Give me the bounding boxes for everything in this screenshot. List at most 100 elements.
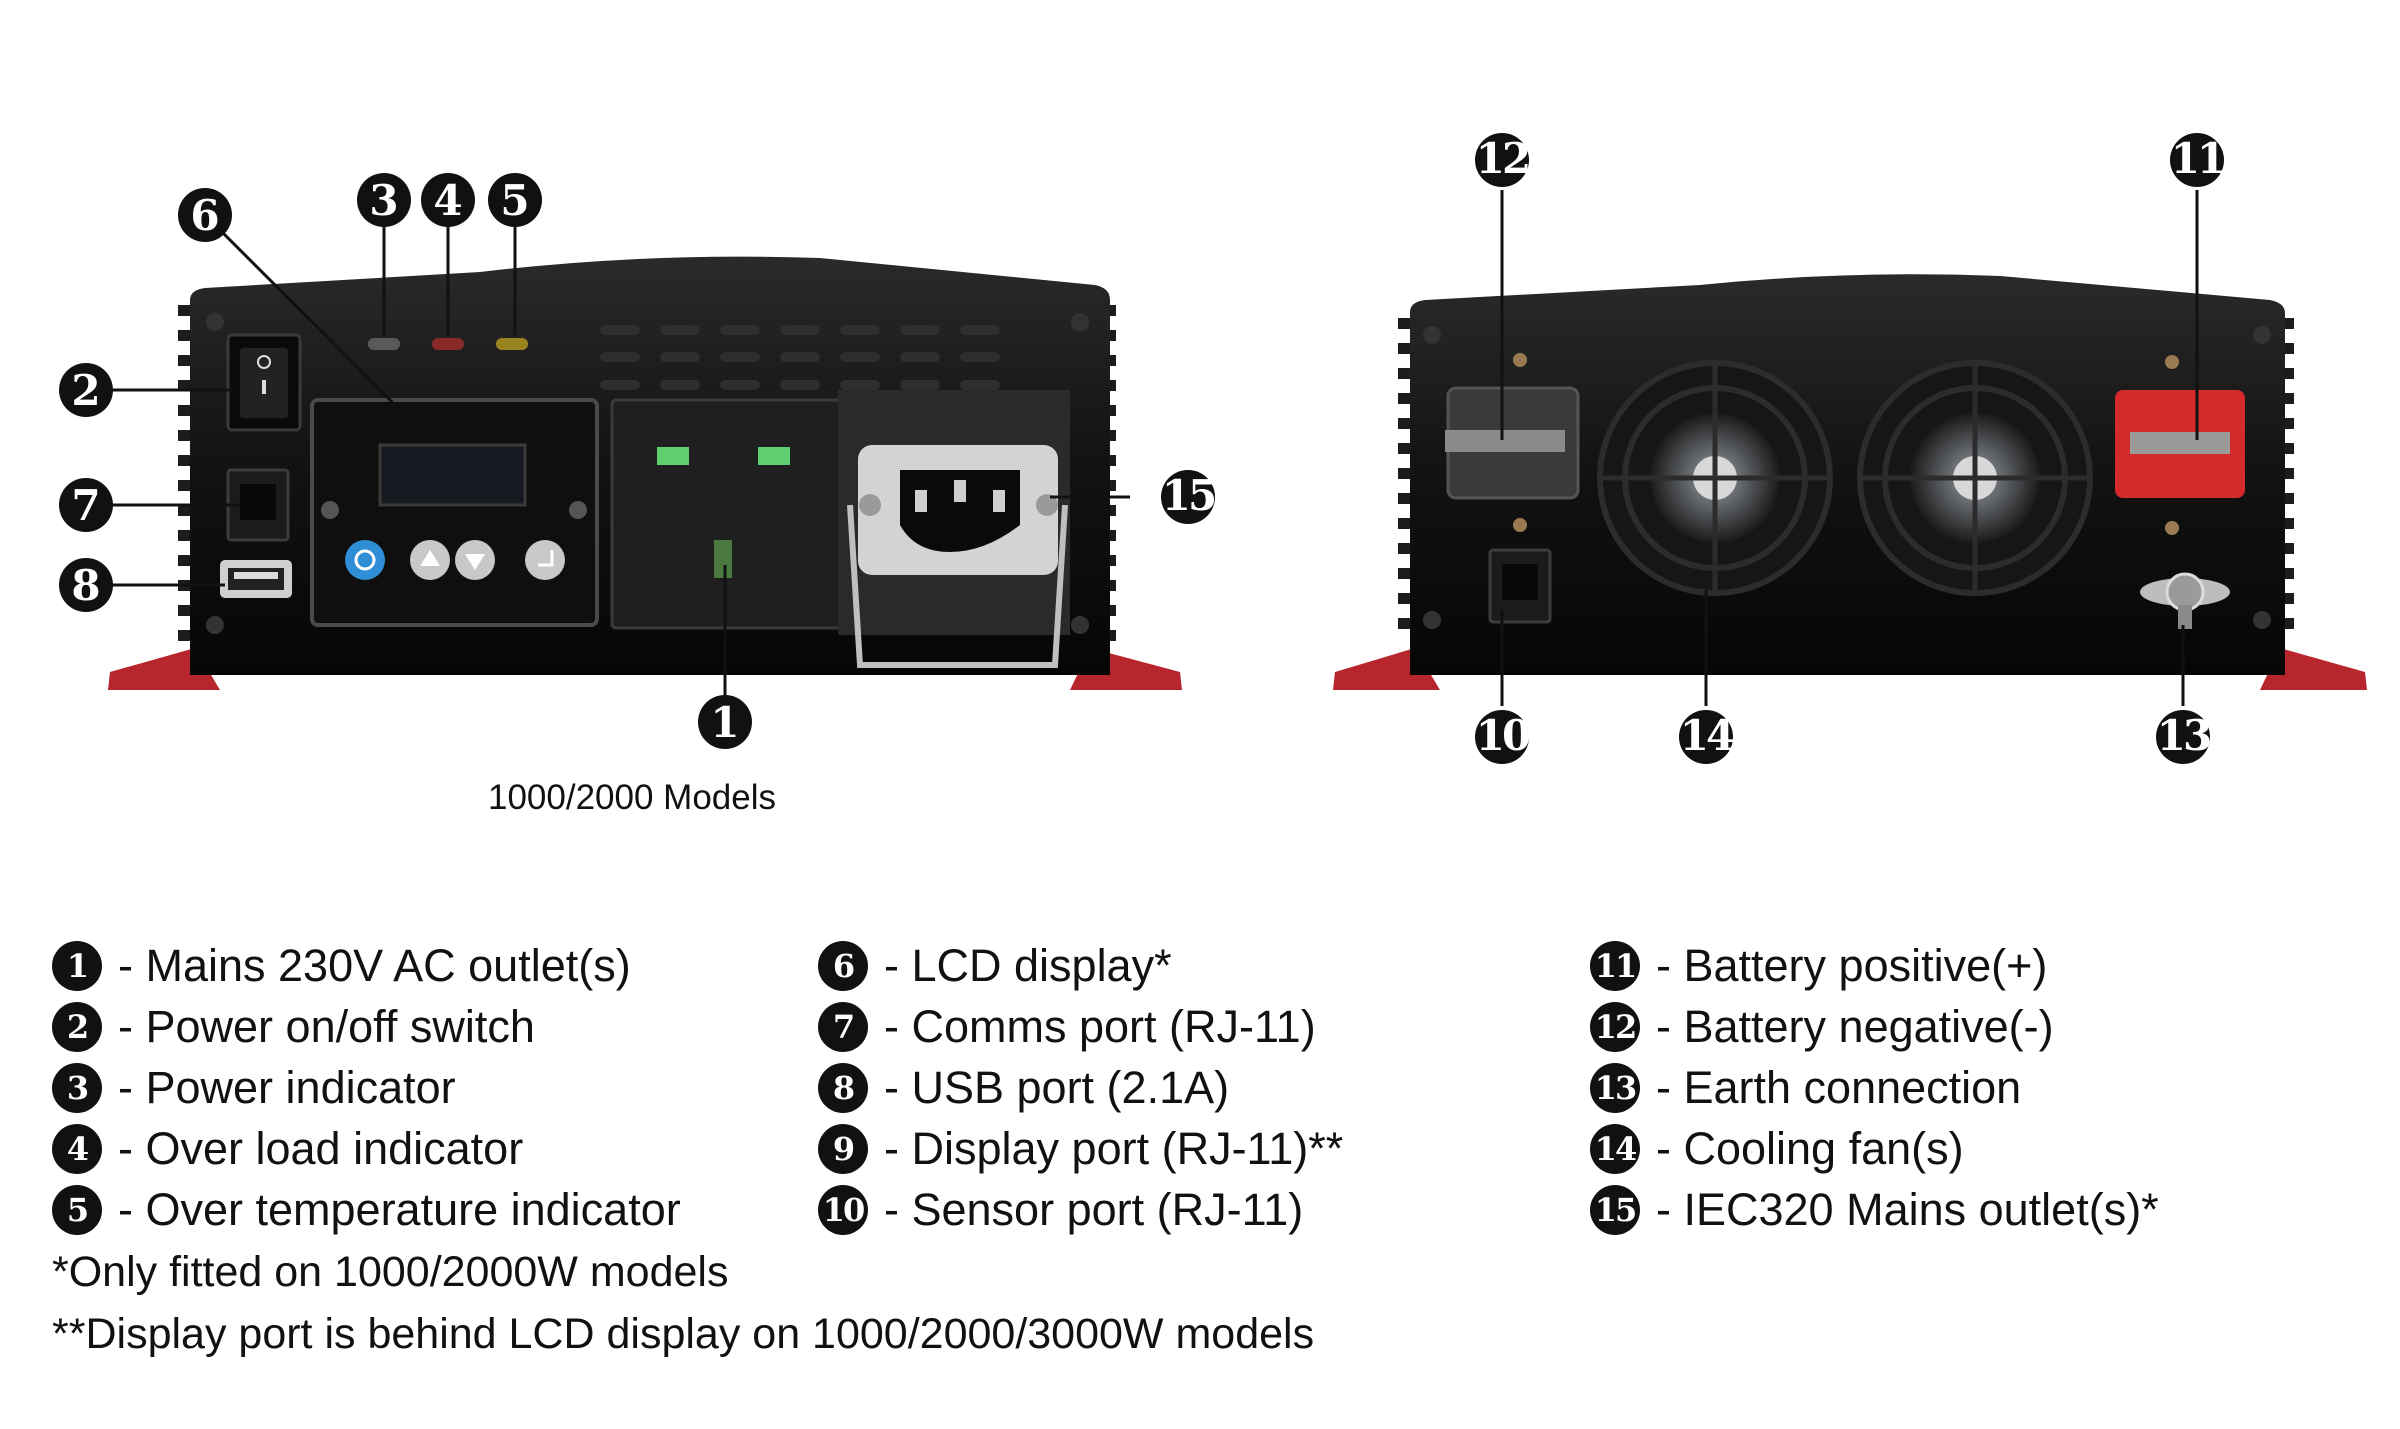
legend-text: - Comms port (RJ-11) <box>884 1000 1316 1052</box>
cooling-fan-left <box>1597 360 1833 596</box>
legend-item: 14 - Cooling fan(s) <box>1590 1118 2159 1179</box>
legend-text: - Power on/off switch <box>118 1000 535 1052</box>
svg-text:7: 7 <box>71 481 100 530</box>
callout-1: 1 <box>698 695 752 749</box>
comms-port[interactable] <box>226 468 290 542</box>
legend-number: 8 <box>818 1062 868 1113</box>
legend-text: - Earth connection <box>1656 1061 2022 1113</box>
inverter-diagram: 6 3 4 5 2 7 8 15 1 12 11 10 <box>59 133 2367 764</box>
legend-column-1: 1 - Mains 230V AC outlet(s) 2 - Power on… <box>52 935 681 1240</box>
legend-item: 7 - Comms port (RJ-11) <box>818 996 1343 1057</box>
earth-connection[interactable] <box>2140 572 2230 629</box>
legend-item: 4 - Over load indicator <box>52 1118 681 1179</box>
footnote-lcd: *Only fitted on 1000/2000W models <box>52 1248 729 1296</box>
callout-12: 12 <box>1475 133 1531 187</box>
callout-14: 14 <box>1679 710 1737 764</box>
legend-text: - Over load indicator <box>118 1122 524 1174</box>
callout-15: 15 <box>1161 470 1218 524</box>
callout-3: 3 <box>357 173 411 227</box>
legend-number: 3 <box>52 1062 102 1113</box>
legend-number: 13 <box>1590 1062 1640 1113</box>
legend-number: 10 <box>818 1184 868 1235</box>
front-vents <box>600 325 1000 390</box>
svg-text:15: 15 <box>1162 471 1215 520</box>
legend-number: 7 <box>818 1001 868 1052</box>
legend-item: 8 - USB port (2.1A) <box>818 1057 1343 1118</box>
legend-item: 9 - Display port (RJ-11)** <box>818 1118 1343 1179</box>
legend-number: 15 <box>1590 1184 1640 1235</box>
svg-text:1: 1 <box>710 698 739 747</box>
lcd-power-button[interactable] <box>345 540 385 580</box>
legend-number: 5 <box>52 1184 102 1235</box>
legend-item: 1 - Mains 230V AC outlet(s) <box>52 935 681 996</box>
legend-number: 6 <box>818 940 868 991</box>
legend-item: 2 - Power on/off switch <box>52 996 681 1057</box>
legend-number: 4 <box>52 1123 102 1174</box>
legend-column-3: 11 - Battery positive(+) 12 - Battery ne… <box>1590 935 2159 1240</box>
over-temperature-indicator <box>496 338 528 350</box>
legend-item: 12 - Battery negative(-) <box>1590 996 2159 1057</box>
footnote-display-port: **Display port is behind LCD display on … <box>52 1310 1315 1358</box>
legend-item: 3 - Power indicator <box>52 1057 681 1118</box>
legend-text: - Cooling fan(s) <box>1656 1122 1964 1174</box>
sensor-port[interactable] <box>1488 548 1552 624</box>
callout-4: 4 <box>421 173 475 227</box>
svg-text:6: 6 <box>190 191 219 240</box>
legend-text: - Over temperature indicator <box>118 1183 681 1235</box>
front-panel <box>108 256 1182 690</box>
rear-right-foot <box>2260 648 2367 690</box>
usb-port[interactable] <box>220 560 292 598</box>
legend-column-2: 6 - LCD display* 7 - Comms port (RJ-11) … <box>818 935 1343 1240</box>
legend-number: 1 <box>52 940 102 991</box>
svg-text:13: 13 <box>2157 711 2210 760</box>
leader-lines <box>112 190 2199 706</box>
callout-13: 13 <box>2156 710 2213 764</box>
svg-text:10: 10 <box>1476 711 1530 760</box>
lcd-enter-button[interactable] <box>525 540 565 580</box>
legend-number: 9 <box>818 1123 868 1174</box>
legend-text: - IEC320 Mains outlet(s)* <box>1656 1183 2159 1235</box>
callout-10: 10 <box>1475 710 1533 764</box>
models-caption: 1000/2000 Models <box>488 778 776 817</box>
svg-text:12: 12 <box>1476 134 1528 183</box>
over-load-indicator <box>432 338 464 350</box>
rear-body <box>1410 274 2285 675</box>
power-switch[interactable] <box>226 333 302 432</box>
rear-panel <box>1333 274 2367 690</box>
legend-text: - Sensor port (RJ-11) <box>884 1183 1304 1235</box>
battery-positive-terminal[interactable] <box>2115 390 2245 498</box>
legend-item: 10 - Sensor port (RJ-11) <box>818 1179 1343 1240</box>
callout-2: 2 <box>59 363 113 417</box>
iec320-outlet[interactable] <box>838 390 1070 668</box>
callout-5: 5 <box>488 173 542 227</box>
legend-number: 14 <box>1590 1123 1640 1174</box>
legend-item: 13 - Earth connection <box>1590 1057 2159 1118</box>
lcd-display <box>310 398 599 627</box>
callout-11: 11 <box>2170 133 2226 187</box>
svg-text:3: 3 <box>369 176 398 225</box>
legend-text: - Display port (RJ-11)** <box>884 1122 1344 1174</box>
legend-text: - Battery positive(+) <box>1656 939 2048 991</box>
legend-text: - Mains 230V AC outlet(s) <box>118 939 631 991</box>
mains-ac-outlet[interactable] <box>610 398 844 630</box>
legend-text: - Battery negative(-) <box>1656 1000 2054 1052</box>
callout-6: 6 <box>178 188 232 242</box>
svg-text:2: 2 <box>71 366 100 415</box>
legend-text: - Power indicator <box>118 1061 456 1113</box>
legend-item: 6 - LCD display* <box>818 935 1343 996</box>
legend-number: 2 <box>52 1001 102 1052</box>
callout-8: 8 <box>59 558 113 612</box>
svg-text:11: 11 <box>2171 134 2223 183</box>
legend-item: 15 - IEC320 Mains outlet(s)* <box>1590 1179 2159 1240</box>
legend-item: 5 - Over temperature indicator <box>52 1179 681 1240</box>
svg-text:4: 4 <box>433 176 462 225</box>
power-indicator <box>368 338 400 350</box>
cooling-fan-right <box>1857 360 2093 596</box>
battery-negative-terminal[interactable] <box>1445 386 1580 500</box>
legend-number: 12 <box>1590 1001 1640 1052</box>
legend-text: - LCD display* <box>884 939 1172 991</box>
svg-text:5: 5 <box>500 176 529 225</box>
svg-text:8: 8 <box>71 561 100 610</box>
svg-text:14: 14 <box>1680 711 1734 760</box>
legend-item: 11 - Battery positive(+) <box>1590 935 2159 996</box>
